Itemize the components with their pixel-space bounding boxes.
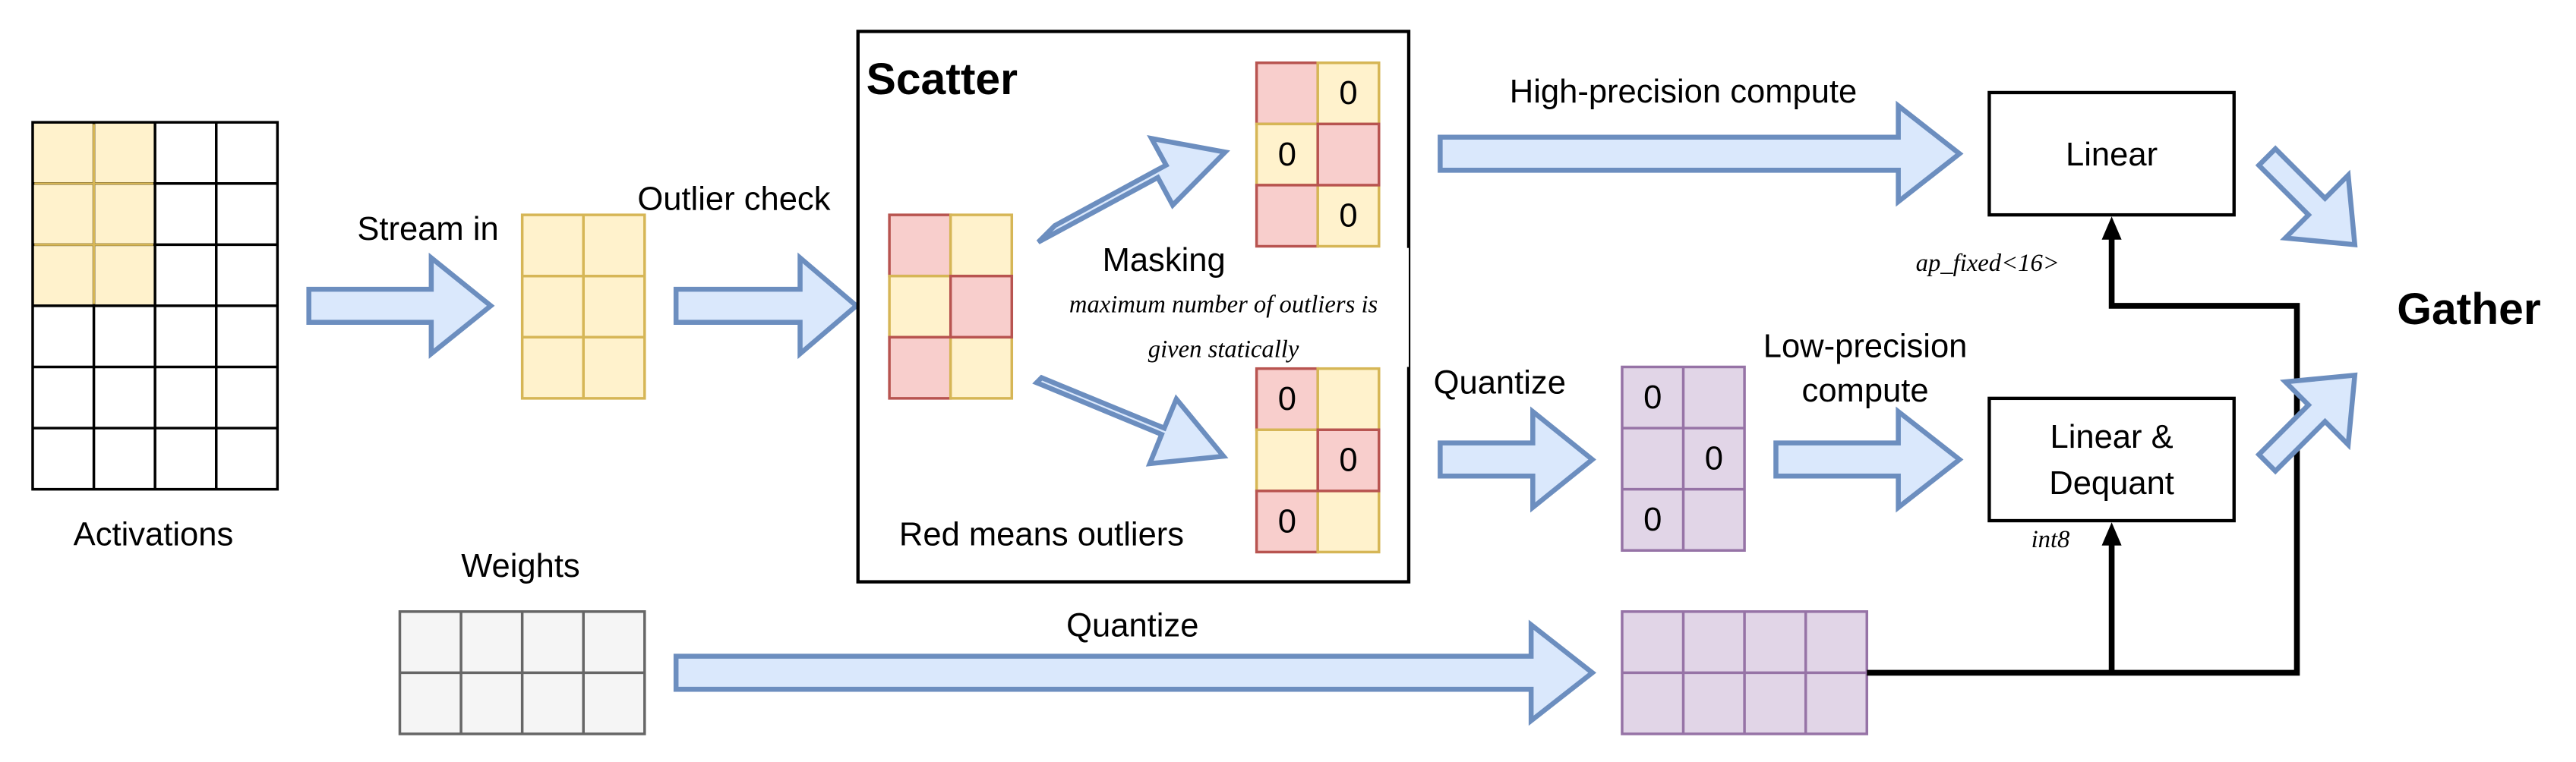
inlier-output-grid: [1255, 367, 1381, 554]
high-precision-arrow: [1438, 100, 1964, 207]
low-precision-label-line2: compute: [1802, 373, 1929, 409]
zero-value: 0: [1278, 503, 1296, 540]
int8-label: int8: [2031, 526, 2070, 553]
quantize-activations-label: Quantize: [1434, 364, 1566, 401]
zero-value: 0: [1705, 441, 1723, 477]
linear-dequant-box: [1987, 396, 2236, 523]
quantize-weights-arrow: [673, 619, 1597, 726]
scatter-up-arrow: [1036, 135, 1230, 244]
weights-label: Weights: [461, 548, 580, 584]
quantize-activations-arrow: [1438, 406, 1596, 513]
quantize-weights-label: Quantize: [1066, 607, 1198, 644]
outlier-output-grid: [1255, 61, 1381, 248]
max-outliers-note-line1: maximum number of outliers is: [1069, 291, 1378, 319]
zero-value: 0: [1278, 137, 1296, 173]
outlier-input-grid: [888, 213, 1014, 400]
scatter-down-arrow: [1032, 374, 1229, 467]
stream-in-label: Stream in: [357, 211, 498, 247]
low-precision-label-line1: Low-precision: [1763, 328, 1968, 364]
weights-grid: [398, 610, 646, 735]
stream-in-arrow: [306, 252, 495, 359]
gather-label: Gather: [2397, 285, 2541, 334]
gather-bottom-arrow: [2255, 372, 2358, 475]
masking-label-background: [1046, 247, 1409, 367]
activations-grid: [31, 121, 279, 491]
quantized-activations-grid: [1621, 365, 1746, 552]
streamed-chunk-grid: [520, 213, 646, 400]
high-precision-label: High-precision compute: [1510, 74, 1857, 110]
zero-value: 0: [1339, 442, 1357, 479]
quantized-weights-grid: [1621, 610, 1868, 735]
zero-value: 0: [1339, 197, 1357, 234]
linear-dequant-label-line2: Dequant: [2049, 465, 2174, 502]
weight-connectors: [1867, 216, 2300, 676]
zero-value: 0: [1643, 379, 1662, 416]
linear-dequant-label-line1: Linear &: [2050, 419, 2173, 455]
zero-value: 0: [1643, 502, 1662, 538]
zero-value: 0: [1278, 381, 1296, 417]
gather-top-arrow: [2255, 145, 2358, 247]
outlier-check-arrow: [673, 252, 860, 360]
masking-label: Masking: [1103, 242, 1226, 279]
max-outliers-note-line2: given statically: [1148, 335, 1299, 363]
linear-label: Linear: [2066, 137, 2158, 173]
scatter-title: Scatter: [867, 55, 1018, 104]
zero-value: 0: [1339, 75, 1357, 112]
red-means-outliers-label: Red means outliers: [899, 517, 1184, 553]
activations-label: Activations: [74, 517, 234, 553]
low-precision-arrow: [1773, 406, 1964, 513]
ap-fixed-label: ap_fixed<16>: [1916, 250, 2060, 277]
outlier-check-label: Outlier check: [637, 181, 830, 218]
linear-box: [1987, 90, 2236, 217]
